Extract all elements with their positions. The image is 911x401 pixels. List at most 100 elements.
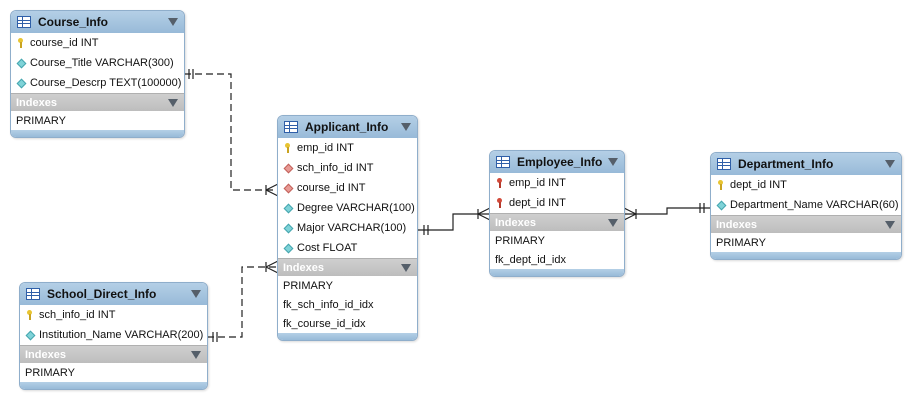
index-row[interactable]: PRIMARY xyxy=(16,114,66,127)
table-header[interactable]: Course_Info xyxy=(11,11,184,33)
table-icon xyxy=(284,121,298,133)
collapse-arrow-icon[interactable] xyxy=(885,160,895,168)
rel-applicant-crowfoot-school xyxy=(265,260,279,274)
column-row[interactable]: emp_id INT xyxy=(490,173,624,193)
column-row[interactable]: sch_info_id INT xyxy=(278,158,417,178)
indexes-label: Indexes xyxy=(716,218,757,231)
column-row[interactable]: Course_Title VARCHAR(300) xyxy=(11,53,184,73)
column-row[interactable]: Department_Name VARCHAR(60) xyxy=(711,195,901,215)
column-label: dept_id INT xyxy=(509,197,566,209)
table-title: Applicant_Info xyxy=(305,120,389,134)
column-label: course_id INT xyxy=(297,182,366,194)
foreign-key-icon xyxy=(283,183,293,193)
table-employee-info[interactable]: Employee_Info emp_id INT dept_id INT Ind… xyxy=(489,150,625,277)
primary-key-icon xyxy=(283,143,293,153)
indexes-label: Indexes xyxy=(495,216,536,229)
indexes-header[interactable]: Indexes xyxy=(278,258,417,276)
column-icon xyxy=(283,203,293,213)
table-footer xyxy=(490,269,624,276)
rel-course-applicant[interactable] xyxy=(184,73,278,191)
table-icon xyxy=(26,288,40,300)
column-label: Major VARCHAR(100) xyxy=(297,222,407,234)
column-icon xyxy=(716,200,726,210)
table-footer xyxy=(11,130,184,137)
table-header[interactable]: Employee_Info xyxy=(490,151,624,173)
table-title: Course_Info xyxy=(38,15,109,29)
column-row[interactable]: Major VARCHAR(100) xyxy=(278,218,417,238)
rel-school-applicant[interactable] xyxy=(207,266,278,338)
primary-foreign-key-icon xyxy=(495,178,505,188)
indexes-header[interactable]: Indexes xyxy=(11,93,184,111)
column-row[interactable]: Cost FLOAT xyxy=(278,238,417,258)
column-label: Cost FLOAT xyxy=(297,242,358,254)
table-footer xyxy=(711,252,901,259)
table-title: Department_Info xyxy=(738,157,834,171)
column-icon xyxy=(16,58,26,68)
column-label: dept_id INT xyxy=(730,179,787,191)
rel-employee-crowfoot-department xyxy=(623,207,637,221)
column-row[interactable]: Institution_Name VARCHAR(200) xyxy=(20,325,207,345)
column-row[interactable]: Degree VARCHAR(100) xyxy=(278,198,417,218)
index-row[interactable]: fk_sch_info_id_idx xyxy=(283,298,374,311)
column-row[interactable]: Course_Descrp TEXT(100000) xyxy=(11,73,184,93)
column-row[interactable]: course_id INT xyxy=(11,33,184,53)
column-icon xyxy=(25,330,35,340)
table-icon xyxy=(496,156,510,168)
table-footer xyxy=(278,333,417,340)
rel-applicant-crowfoot-course xyxy=(265,183,279,197)
table-icon xyxy=(17,16,31,28)
indexes-header[interactable]: Indexes xyxy=(490,213,624,231)
column-label: course_id INT xyxy=(30,37,99,49)
table-department-info[interactable]: Department_Info dept_id INT Department_N… xyxy=(710,152,902,260)
collapse-arrow-icon[interactable] xyxy=(191,290,201,298)
primary-foreign-key-icon xyxy=(495,198,505,208)
index-row[interactable]: PRIMARY xyxy=(495,234,545,247)
table-school-direct-info[interactable]: School_Direct_Info sch_info_id INT Insti… xyxy=(19,282,208,390)
rel-department-employee[interactable] xyxy=(624,207,711,215)
index-row[interactable]: fk_dept_id_idx xyxy=(495,253,566,266)
table-header[interactable]: School_Direct_Info xyxy=(20,283,207,305)
indexes-header[interactable]: Indexes xyxy=(711,215,901,233)
index-row[interactable]: PRIMARY xyxy=(283,279,333,292)
rel-applicant-employee[interactable] xyxy=(417,213,490,231)
table-icon xyxy=(717,158,731,170)
column-label: sch_info_id INT xyxy=(297,162,374,174)
indexes-label: Indexes xyxy=(16,96,57,109)
collapse-arrow-icon[interactable] xyxy=(608,218,618,227)
column-icon xyxy=(283,223,293,233)
table-footer xyxy=(20,382,207,389)
column-label: Department_Name VARCHAR(60) xyxy=(730,199,899,211)
column-row[interactable]: emp_id INT xyxy=(278,138,417,158)
indexes-label: Indexes xyxy=(283,261,324,274)
collapse-arrow-icon[interactable] xyxy=(401,263,411,272)
column-row[interactable]: course_id INT xyxy=(278,178,417,198)
column-label: Degree VARCHAR(100) xyxy=(297,202,415,214)
primary-key-icon xyxy=(25,310,35,320)
collapse-arrow-icon[interactable] xyxy=(168,18,178,26)
index-row[interactable]: PRIMARY xyxy=(25,366,75,379)
collapse-arrow-icon[interactable] xyxy=(191,350,201,359)
collapse-arrow-icon[interactable] xyxy=(401,123,411,131)
column-row[interactable]: sch_info_id INT xyxy=(20,305,207,325)
rel-employee-crowfoot-applicant xyxy=(477,207,491,221)
indexes-label: Indexes xyxy=(25,348,66,361)
column-icon xyxy=(16,78,26,88)
primary-key-icon xyxy=(16,38,26,48)
column-row[interactable]: dept_id INT xyxy=(490,193,624,213)
collapse-arrow-icon[interactable] xyxy=(608,158,618,166)
column-row[interactable]: dept_id INT xyxy=(711,175,901,195)
table-header[interactable]: Applicant_Info xyxy=(278,116,417,138)
table-course-info[interactable]: Course_Info course_id INT Course_Title V… xyxy=(10,10,185,138)
table-title: Employee_Info xyxy=(517,155,603,169)
collapse-arrow-icon[interactable] xyxy=(885,220,895,229)
table-applicant-info[interactable]: Applicant_Info emp_id INT sch_info_id IN… xyxy=(277,115,418,341)
column-label: Institution_Name VARCHAR(200) xyxy=(39,329,204,341)
column-label: emp_id INT xyxy=(509,177,566,189)
collapse-arrow-icon[interactable] xyxy=(168,98,178,107)
indexes-header[interactable]: Indexes xyxy=(20,345,207,363)
index-row[interactable]: fk_course_id_idx xyxy=(283,317,366,330)
index-row[interactable]: PRIMARY xyxy=(716,236,766,249)
table-title: School_Direct_Info xyxy=(47,287,157,301)
table-header[interactable]: Department_Info xyxy=(711,153,901,175)
